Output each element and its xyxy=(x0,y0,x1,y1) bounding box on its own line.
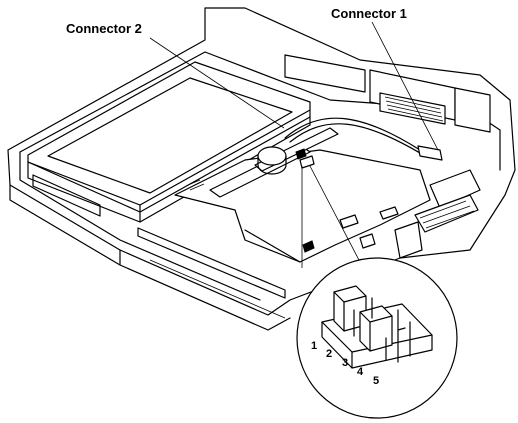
pin-number-4: 4 xyxy=(357,366,364,378)
connector-2-label: Connector 2 xyxy=(66,21,142,36)
connector-2-leader xyxy=(149,37,285,129)
pin-number-1: 1 xyxy=(311,340,317,352)
pin-number-5: 5 xyxy=(373,375,379,387)
callout-line-right xyxy=(309,165,361,263)
connector-1-leader xyxy=(371,21,439,151)
system-board xyxy=(174,117,443,263)
pin-numbers: 1 2 3 4 5 xyxy=(311,340,379,387)
connector-detail-magnifier xyxy=(296,257,458,419)
connector-1-label: Connector 1 xyxy=(331,6,407,21)
pin-number-2: 2 xyxy=(326,348,332,360)
pin-number-3: 3 xyxy=(342,357,348,369)
